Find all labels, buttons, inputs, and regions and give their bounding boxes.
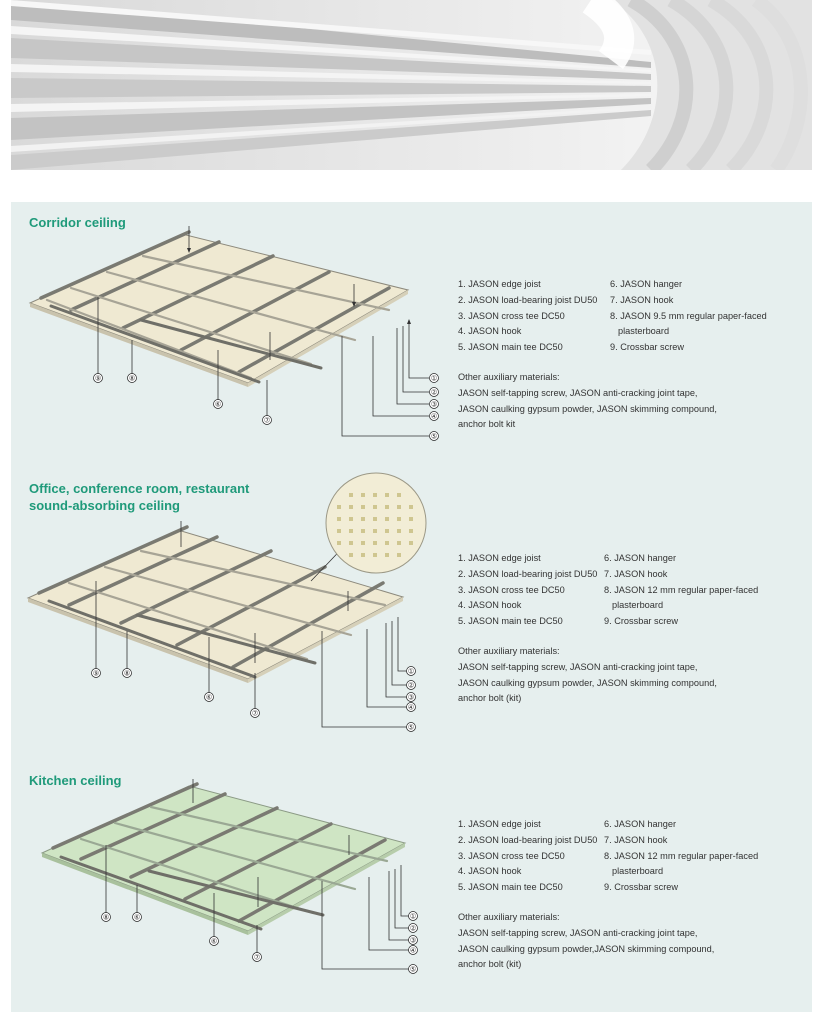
callout-4: ④ xyxy=(410,947,416,955)
legend-item: 2. JASON load-bearing joist DU50 xyxy=(458,294,598,305)
callout-9: ⑨ xyxy=(93,670,99,678)
legend-item: 6. JASON hanger xyxy=(604,819,677,829)
legend-item: 9. Crossbar screw xyxy=(604,882,679,893)
auxiliary-materials: Other auxiliary materials: JASON self-ta… xyxy=(458,370,758,433)
legend-item: 8. JASON 12 mm regular paper-faced xyxy=(604,584,759,595)
ceiling-systems-panel: Corridor ceiling xyxy=(11,202,812,1012)
office-ceiling-diagram: ⑨ ⑧ ⑥ ⑦ ① ② ③ ④ ⑤ xyxy=(26,472,427,732)
callout-7: ⑦ xyxy=(252,710,258,718)
legend-item: 8. JASON 9.5 mm regular paper-faced xyxy=(610,310,767,321)
callout-8: ⑧ xyxy=(124,670,130,678)
aux-line: anchor bolt kit xyxy=(458,419,516,430)
aux-line: anchor bolt (kit) xyxy=(458,693,522,704)
legend-item: 5. JASON main tee DC50 xyxy=(458,882,563,893)
callout-8: ⑧ xyxy=(129,375,135,383)
section-kitchen-ceiling: Kitchen ceiling xyxy=(11,757,812,1012)
callout-2: ② xyxy=(410,925,416,933)
legend-item: 8. JASON 12 mm regular paper-faced xyxy=(604,850,759,861)
hero-banner-image xyxy=(11,0,812,170)
component-legend: 1. JASON edge joist 2. JASON load-bearin… xyxy=(458,817,784,973)
aux-line: JASON self-tapping screw, JASON anti-cra… xyxy=(458,387,698,398)
callout-1: ① xyxy=(410,913,416,921)
aux-line: anchor bolt (kit) xyxy=(458,959,522,970)
legend-item: 9. Crossbar screw xyxy=(610,342,685,353)
legend-item: 7. JASON hook xyxy=(604,568,668,579)
corridor-ceiling-diagram: ⑨ ⑧ ⑥ ⑦ ① ② ③ ④ ⑤ xyxy=(28,226,439,441)
legend-item: 3. JASON cross tee DC50 xyxy=(458,310,565,321)
callout-1: ① xyxy=(408,668,414,676)
aux-line: JASON caulking gypsum powder, JASON skim… xyxy=(458,403,717,414)
legend-item: 1. JASON edge joist xyxy=(458,819,541,829)
callout-3: ③ xyxy=(408,694,414,702)
legend-item: 3. JASON cross tee DC50 xyxy=(458,584,565,595)
legend-item: plasterboard xyxy=(612,600,664,611)
callout-6: ⑥ xyxy=(206,694,212,702)
callout-1: ① xyxy=(431,375,437,383)
callout-5: ⑤ xyxy=(410,966,416,974)
aux-line: JASON self-tapping screw, JASON anti-cra… xyxy=(458,661,698,672)
legend-item: 5. JASON main tee DC50 xyxy=(458,616,563,627)
section-title: Office, conference room, restaurant soun… xyxy=(29,481,250,513)
section-corridor-ceiling: Corridor ceiling xyxy=(11,202,812,467)
auxiliary-materials: Other auxiliary materials: JASON self-ta… xyxy=(458,910,758,973)
callout-5: ⑤ xyxy=(408,724,414,732)
callout-6: ⑥ xyxy=(211,938,217,946)
callout-2: ② xyxy=(408,682,414,690)
legend-item: 7. JASON hook xyxy=(610,294,674,305)
aux-title: Other auxiliary materials: xyxy=(458,645,560,656)
legend-item: 7. JASON hook xyxy=(604,834,668,845)
section-title: Kitchen ceiling xyxy=(29,773,122,788)
aux-line: JASON caulking gypsum powder,JASON skimm… xyxy=(458,943,715,954)
aux-title: Other auxiliary materials: xyxy=(458,371,560,382)
legend-item: 6. JASON hanger xyxy=(604,553,677,563)
kitchen-ceiling-diagram: ⑧ ⑥ ⑥ ⑦ ① ② ③ ④ ⑤ xyxy=(40,779,418,974)
callout-4: ④ xyxy=(408,704,414,712)
legend-item: 4. JASON hook xyxy=(458,326,522,337)
legend-item: 3. JASON cross tee DC50 xyxy=(458,850,565,861)
legend-item: plasterboard xyxy=(612,866,664,877)
aux-line: JASON self-tapping screw, JASON anti-cra… xyxy=(458,927,698,938)
legend-item: 9. Crossbar screw xyxy=(604,616,679,627)
callout-3: ③ xyxy=(431,401,437,409)
callout-2: ② xyxy=(431,389,437,397)
callout-6: ⑥ xyxy=(134,914,140,922)
legend-item: 1. JASON edge joist xyxy=(458,553,541,563)
component-legend: 1. JASON edge joist 2. JASON load-bearin… xyxy=(458,551,784,707)
legend-item: 4. JASON hook xyxy=(458,600,522,611)
legend-item: 2. JASON load-bearing joist DU50 xyxy=(458,834,598,845)
callout-8: ⑧ xyxy=(103,914,109,922)
auxiliary-materials: Other auxiliary materials: JASON self-ta… xyxy=(458,644,758,707)
legend-item: plasterboard xyxy=(618,326,670,337)
section-office-ceiling: Office, conference room, restaurant soun… xyxy=(11,467,812,757)
section-title: Corridor ceiling xyxy=(29,215,126,230)
callout-4: ④ xyxy=(431,413,437,421)
callout-7: ⑦ xyxy=(254,954,260,962)
legend-item: 5. JASON main tee DC50 xyxy=(458,342,563,353)
aux-title: Other auxiliary materials: xyxy=(458,911,560,922)
aux-line: JASON caulking gypsum powder, JASON skim… xyxy=(458,677,717,688)
callout-5: ⑤ xyxy=(431,433,437,441)
callout-9: ⑨ xyxy=(95,375,101,383)
component-legend: 1. JASON edge joist 2. JASON load-bearin… xyxy=(458,277,790,433)
callout-3: ③ xyxy=(410,937,416,945)
callout-7: ⑦ xyxy=(264,417,270,425)
legend-item: 1. JASON edge joist xyxy=(458,279,541,289)
legend-item: 6. JASON hanger xyxy=(610,279,683,289)
curved-architecture-illustration xyxy=(11,0,812,170)
legend-item: 4. JASON hook xyxy=(458,866,522,877)
legend-item: 2. JASON load-bearing joist DU50 xyxy=(458,568,598,579)
callout-6: ⑥ xyxy=(215,401,221,409)
